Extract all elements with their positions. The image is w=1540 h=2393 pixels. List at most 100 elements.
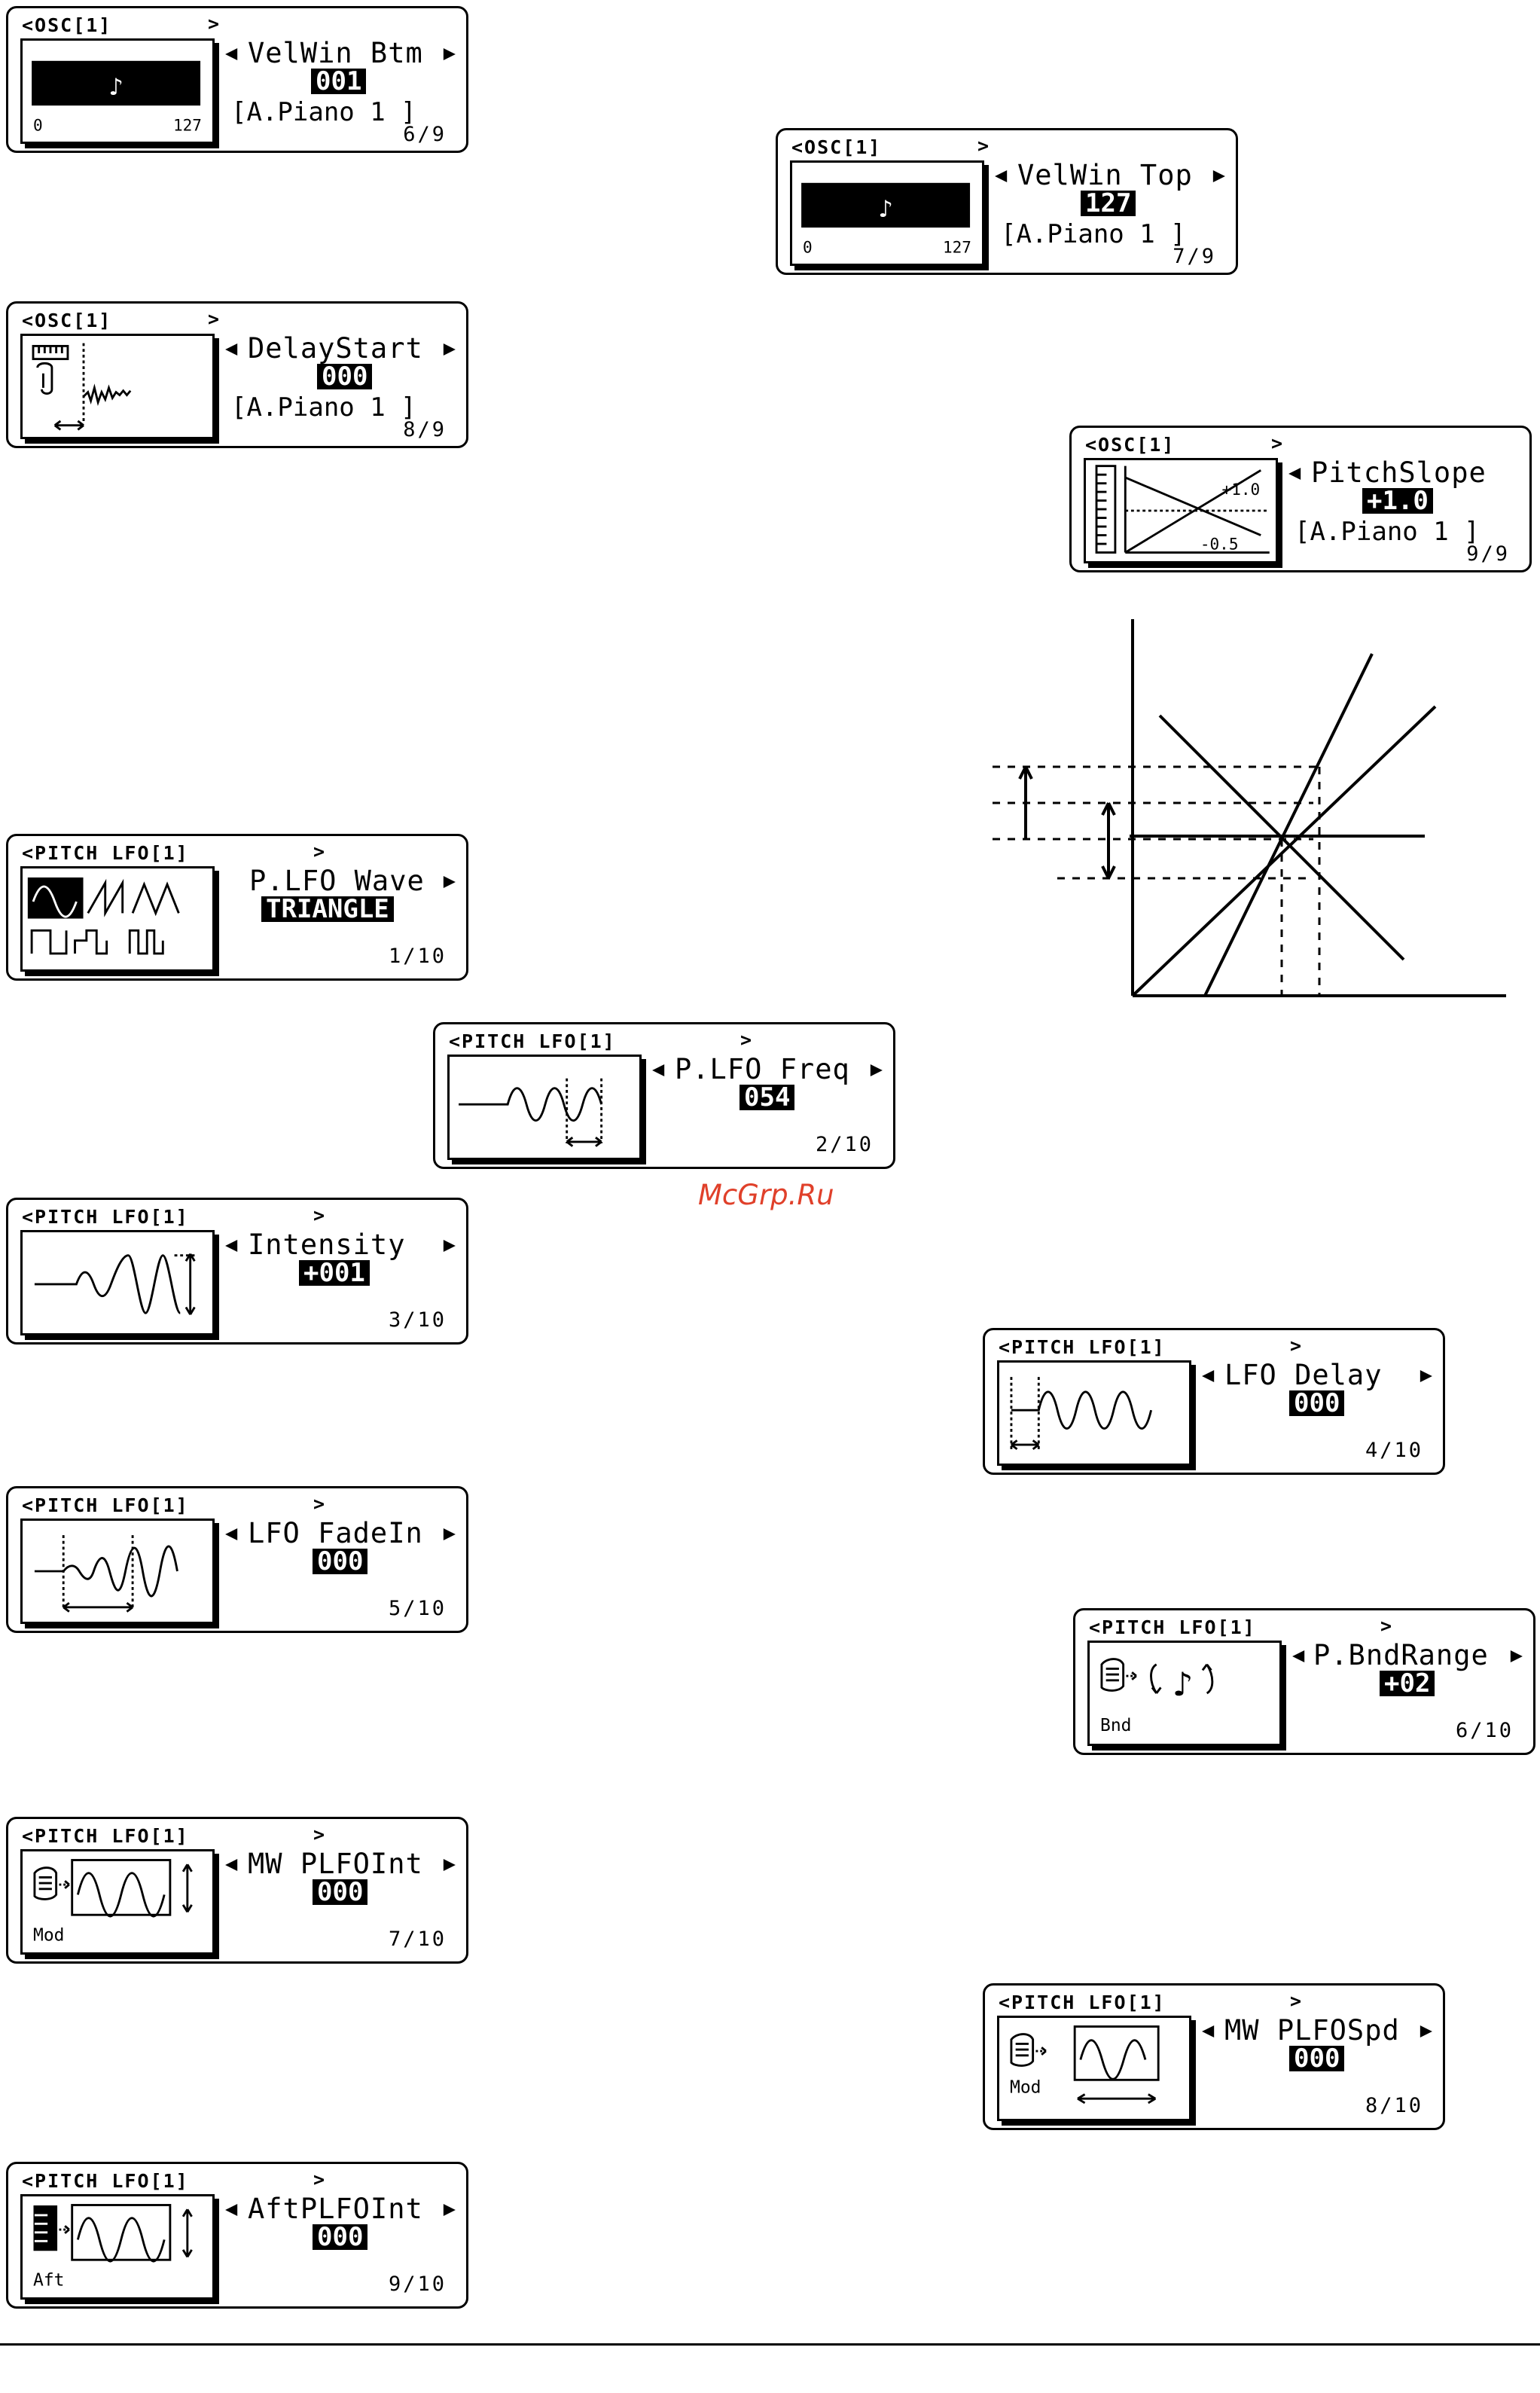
param-name: DelayStart	[248, 332, 423, 365]
screen-header: <PITCH LFO[1]	[22, 1494, 189, 1516]
param-next-arrow-icon: ▶	[1420, 2019, 1432, 2042]
page-next-chevron-icon: >	[313, 1493, 325, 1515]
param-next-arrow-icon: ▶	[443, 1852, 456, 1876]
screen-header: <PITCH LFO[1]	[449, 1030, 616, 1052]
screen-header: <PITCH LFO[1]	[22, 1206, 189, 1228]
param-name: P.LFO Wave	[249, 865, 425, 897]
param-name: MW PLFOSpd	[1224, 2014, 1400, 2047]
param-value: 000	[313, 1879, 368, 1905]
screen-header: <OSC[1]	[22, 14, 112, 36]
aftertouch-intensity-icon: Aft	[20, 2194, 215, 2300]
param-name: LFO Delay	[1224, 1359, 1383, 1391]
param-next-arrow-icon: ▶	[443, 1233, 456, 1256]
screen-header: <PITCH LFO[1]	[1089, 1616, 1256, 1638]
page-indicator: 9/10	[388, 2272, 447, 2296]
range-min-label: 0	[33, 116, 43, 135]
param-next-arrow-icon: ▶	[1212, 163, 1225, 187]
page-indicator: 9/9	[1466, 542, 1510, 566]
pitch-slope-icon: +1.0 -0.5	[1084, 458, 1278, 563]
source-label: Mod	[1010, 2078, 1041, 2098]
page-indicator: 6/9	[403, 123, 447, 146]
page-indicator: 7/9	[1173, 245, 1216, 268]
param-value: 054	[740, 1085, 795, 1110]
lcd-screen-velwin-top: <OSC[1] > ♪ 0 127 ◀ VelWin Top ▶ 127 [A.…	[776, 128, 1238, 275]
page-indicator: 1/10	[388, 945, 447, 968]
param-next-arrow-icon: ▶	[443, 1522, 456, 1545]
page-next-chevron-icon: >	[208, 13, 220, 35]
screen-header: <PITCH LFO[1]	[999, 1992, 1166, 2013]
page-next-chevron-icon: >	[313, 1824, 325, 1845]
param-next-arrow-icon: ▶	[443, 869, 456, 893]
program-name: [A.Piano 1 ]	[231, 392, 416, 423]
param-next-arrow-icon: ▶	[870, 1058, 883, 1081]
lcd-screen-pitchslope: <OSC[1] > +1.0 -0.5 ◀ PitchSlope ▶ +1.0 …	[1069, 426, 1532, 572]
screen-header: <PITCH LFO[1]	[22, 842, 189, 864]
modwheel-speed-icon: Mod	[997, 2016, 1191, 2121]
lcd-screen-lfo-delay: <PITCH LFO[1] > ◀ LFO Delay ▶ 000 4/10	[983, 1328, 1445, 1475]
page-next-chevron-icon: >	[740, 1029, 752, 1051]
param-name: PitchSlope	[1311, 456, 1487, 489]
param-value: 000	[317, 364, 373, 389]
slope-positive-label: +1.0	[1222, 480, 1261, 499]
param-value: 000	[1289, 2046, 1345, 2071]
lcd-screen-delaystart: <OSC[1] > ◀ DelayStart ▶ 000 [A.Piano 1 …	[6, 301, 468, 448]
lcd-screen-aftplfoint: <PITCH LFO[1] > Aft ◀ AftPLFOInt ▶ 000 9…	[6, 2162, 468, 2309]
svg-text:♪: ♪	[108, 73, 124, 102]
lfo-fadein-icon	[20, 1519, 215, 1624]
range-max-label: 127	[173, 116, 202, 135]
program-name: [A.Piano 1 ]	[1001, 219, 1186, 249]
page-indicator: 2/10	[815, 1133, 874, 1156]
page-next-chevron-icon: >	[208, 308, 220, 330]
param-name: P.BndRange	[1313, 1639, 1489, 1671]
param-value: +1.0	[1362, 488, 1433, 514]
param-name: VelWin Top	[1017, 159, 1193, 191]
range-min-label: 0	[803, 238, 813, 257]
param-prev-arrow-icon: ◀	[225, 337, 238, 360]
pitch-slope-diagram	[993, 619, 1506, 997]
param-prev-arrow-icon: ◀	[225, 1522, 238, 1545]
param-name: LFO FadeIn	[248, 1517, 423, 1549]
page-next-chevron-icon: >	[313, 841, 325, 862]
watermark: McGrp.Ru	[698, 1179, 834, 1211]
param-prev-arrow-icon: ◀	[1202, 2019, 1215, 2042]
param-next-arrow-icon: ▶	[443, 2197, 456, 2221]
screen-header: <PITCH LFO[1]	[22, 2170, 189, 2192]
param-name: VelWin Btm	[248, 37, 423, 69]
param-prev-arrow-icon: ◀	[225, 1852, 238, 1876]
param-prev-arrow-icon: ◀	[1292, 1644, 1305, 1667]
param-name: AftPLFOInt	[248, 2193, 423, 2225]
param-prev-arrow-icon: ◀	[1288, 461, 1301, 484]
param-value: 001	[311, 69, 367, 94]
screen-header: <OSC[1]	[22, 310, 112, 331]
footer-rule	[0, 2343, 1540, 2346]
param-value: +02	[1380, 1671, 1435, 1696]
param-value: 127	[1081, 191, 1136, 216]
source-label: Aft	[33, 2271, 65, 2291]
velocity-bar-icon: ♪ 0 127	[790, 160, 984, 266]
param-value: +001	[299, 1260, 370, 1286]
range-max-label: 127	[943, 238, 971, 257]
page-next-chevron-icon: >	[313, 1204, 325, 1226]
param-prev-arrow-icon: ◀	[225, 2197, 238, 2221]
lcd-screen-plfo-wave: <PITCH LFO[1] > P.LFO Wave ▶ TRIANGLE 1/…	[6, 834, 468, 981]
program-name: [A.Piano 1 ]	[1295, 517, 1480, 547]
param-next-arrow-icon: ▶	[443, 41, 456, 65]
lfo-delay-icon	[997, 1360, 1191, 1466]
lcd-screen-lfo-fadein: <PITCH LFO[1] > ◀ LFO FadeIn ▶ 000 5/10	[6, 1486, 468, 1633]
lcd-screen-intensity: <PITCH LFO[1] > ◀ Intensity ▶ +001 3/10	[6, 1198, 468, 1345]
page-next-chevron-icon: >	[1271, 432, 1283, 454]
lcd-screen-pbndrange: <PITCH LFO[1] > ♪ Bnd ◀ P.BndRange ▶ +02…	[1073, 1608, 1535, 1755]
param-prev-arrow-icon: ◀	[225, 41, 238, 65]
param-prev-arrow-icon: ◀	[225, 1233, 238, 1256]
param-name: Intensity	[248, 1229, 406, 1261]
screen-header: <OSC[1]	[791, 136, 882, 158]
lcd-screen-mw-plfoint: <PITCH LFO[1] > Mod ◀ MW PLFOInt ▶ 000 7…	[6, 1817, 468, 1964]
source-label: Mod	[33, 1926, 65, 1946]
param-value: TRIANGLE	[261, 896, 394, 922]
param-value: 000	[313, 2224, 368, 2250]
param-prev-arrow-icon: ◀	[995, 163, 1008, 187]
screen-header: <OSC[1]	[1085, 434, 1176, 456]
lcd-screen-mw-plfospd: <PITCH LFO[1] > Mod ◀ MW PLFOSpd ▶ 000 8…	[983, 1983, 1445, 2130]
page-indicator: 8/10	[1365, 2094, 1423, 2117]
screen-header: <PITCH LFO[1]	[22, 1825, 189, 1847]
